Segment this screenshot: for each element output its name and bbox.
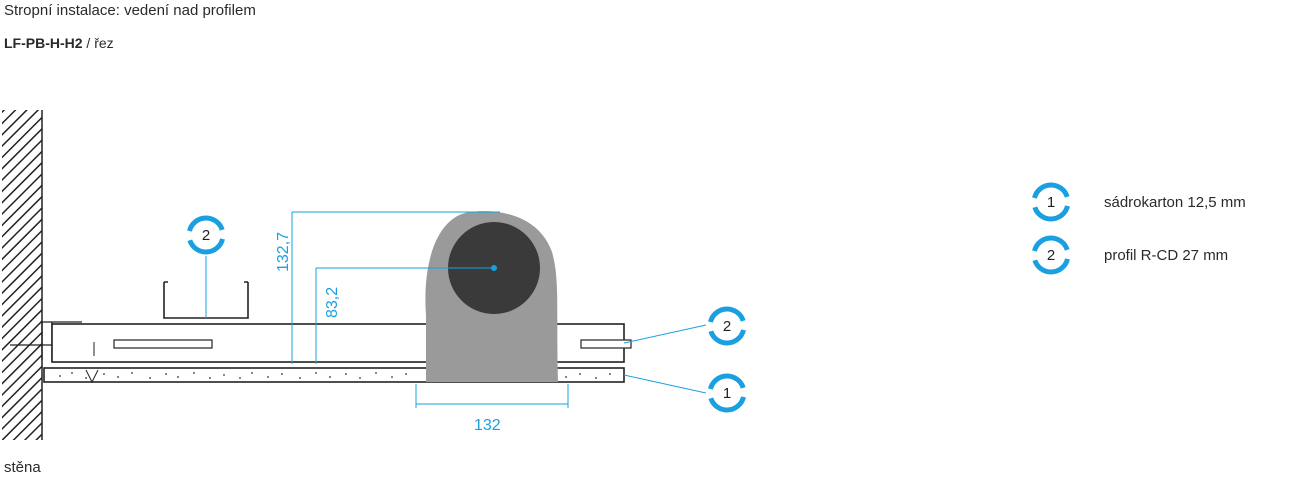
legend-text-1: sádrokarton 12,5 mm (1104, 194, 1246, 211)
callout-board-right: 1 (707, 373, 747, 413)
legend-text-2: profil R-CD 27 mm (1104, 247, 1229, 264)
callout-leaders (623, 324, 707, 394)
wall-label: stěna (4, 459, 41, 476)
callout-profile-right: 2 (707, 306, 747, 346)
callout-board-right-number: 1 (723, 385, 731, 402)
callout-profile-right-number: 2 (723, 318, 731, 335)
profile-slot-left (113, 339, 213, 349)
dim-width: 132 (474, 417, 501, 434)
legend-badge-1: 1 (1031, 182, 1071, 222)
plasterboard-speckle (59, 372, 611, 379)
wall-clip (10, 321, 82, 362)
board-break-mark (85, 369, 99, 384)
view-label: / řez (82, 35, 114, 51)
product-code: LF-PB-H-H2 (4, 35, 83, 51)
page-subtitle: LF-PB-H-H2 / řez (4, 35, 114, 51)
wall-hatch (2, 110, 42, 440)
dim-height-total: 132,7 (275, 232, 292, 272)
legend-badge-2: 2 (1031, 235, 1071, 275)
callout-profile-top: 2 (186, 215, 226, 255)
legend-badge-1-number: 1 (1047, 194, 1055, 211)
dimension-lines (291, 211, 569, 408)
callout-profile-top-number: 2 (202, 227, 210, 244)
legend-badge-2-number: 2 (1047, 247, 1055, 264)
dim-height-center: 83,2 (324, 287, 341, 318)
profile-slot-right (580, 339, 632, 349)
page-title: Stropní instalace: vedení nad profilem (4, 2, 256, 19)
